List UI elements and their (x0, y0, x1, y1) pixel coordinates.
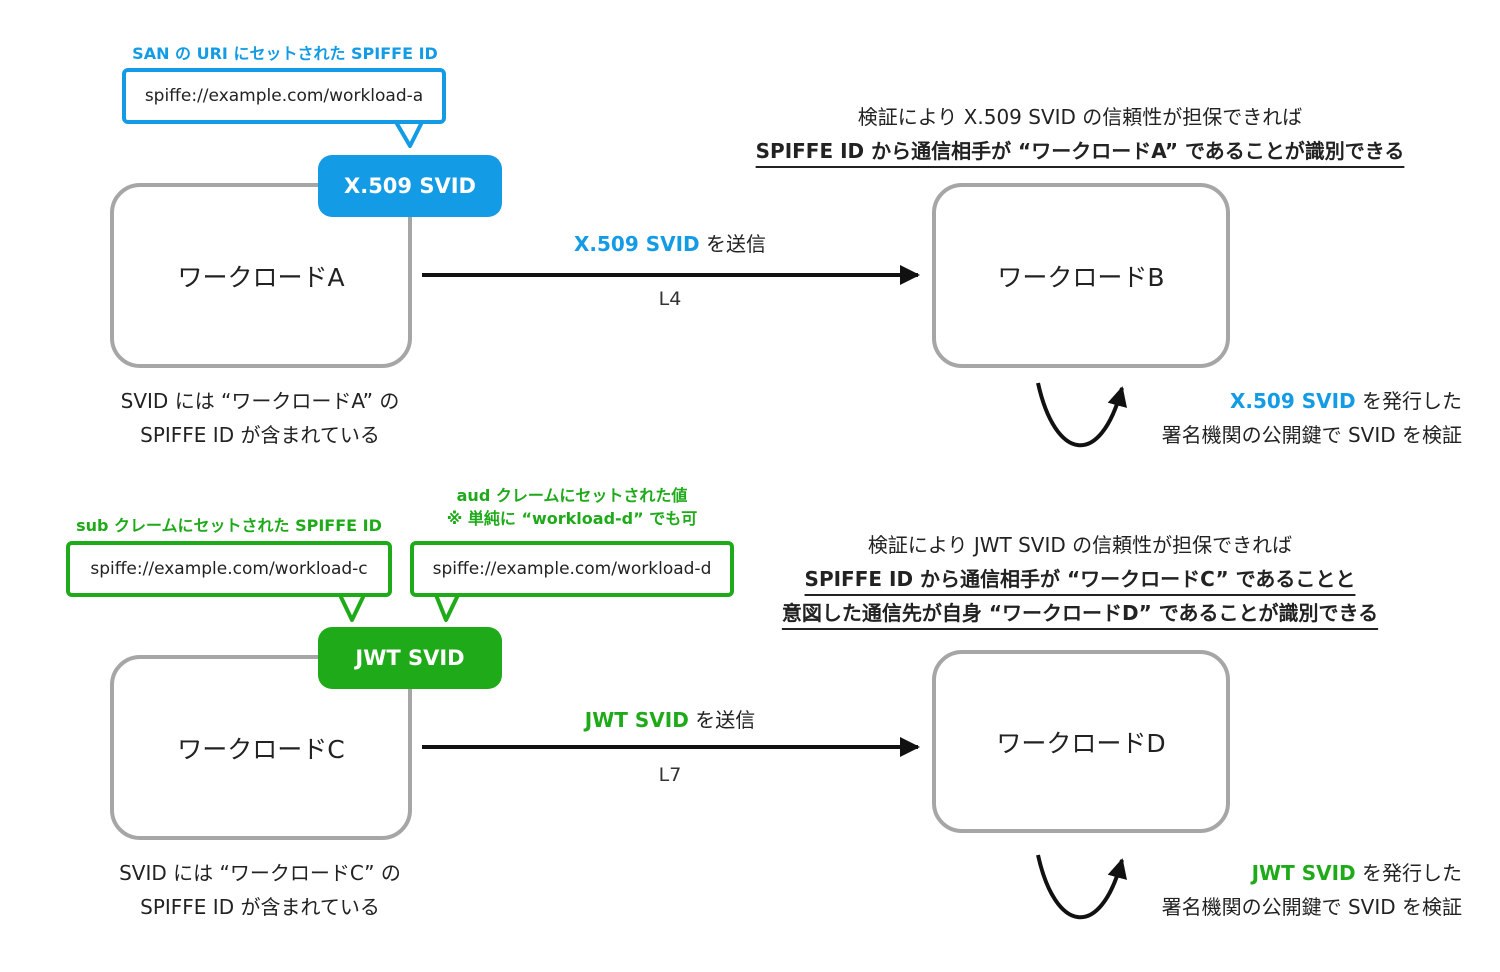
verify-conclusion: SPIFFE ID から通信相手が “ワークロードC” であることと (804, 567, 1356, 591)
send-label: JWT SVID を送信 (500, 704, 840, 733)
bubble-tail (338, 594, 366, 622)
workload-d-label: ワークロードD (996, 728, 1166, 758)
spiffe-id-bubble-d: spiffe://example.com/workload-d (410, 541, 734, 597)
layer-label: L7 (658, 764, 682, 786)
aud-label-line: aud クレームにセットされた値 (456, 486, 688, 505)
verify-note: 検証により JWT SVID の信頼性が担保できれば SPIFFE ID から通… (700, 528, 1460, 630)
issuer-suffix: を発行した (1355, 389, 1462, 413)
issuer-line: 署名機関の公開鍵で SVID を検証 (1161, 895, 1462, 919)
issuer-suffix: を発行した (1355, 861, 1462, 885)
svid-content-caption: SVID には “ワークロードC” の SPIFFE ID が含まれている (60, 856, 460, 924)
aud-label-line: ※ 単純に “workload-d” でも可 (446, 509, 698, 528)
verify-note: 検証により X.509 SVID の信頼性が担保できれば SPIFFE ID か… (700, 100, 1460, 168)
send-suffix: を送信 (688, 708, 756, 732)
send-suffix: を送信 (699, 232, 766, 256)
verify-loop-arrow (1036, 382, 1127, 448)
layer-label: L4 (658, 288, 682, 310)
caption-line: SVID には “ワークロードA” の (120, 389, 400, 413)
spiffe-id-bubble-c: spiffe://example.com/workload-c (66, 541, 392, 597)
issuer-svid-type: X.509 SVID (1229, 389, 1356, 413)
issuer-note: X.509 SVID を発行した 署名機関の公開鍵で SVID を検証 (1100, 384, 1462, 452)
verify-line: 検証により JWT SVID の信頼性が担保できれば (867, 533, 1293, 557)
caption-line: SVID には “ワークロードC” の (119, 861, 401, 885)
workload-b-label: ワークロードB (997, 262, 1165, 292)
issuer-svid-type: JWT SVID (1251, 861, 1356, 885)
verify-loop-arrow (1036, 854, 1127, 920)
issuer-line: 署名機関の公開鍵で SVID を検証 (1161, 423, 1462, 447)
workload-d-box: ワークロードD (932, 650, 1230, 833)
verify-conclusion: SPIFFE ID から通信相手が “ワークロードA” であることが識別できる (755, 139, 1405, 163)
aud-claim-label: aud クレームにセットされた値 ※ 単純に “workload-d” でも可 (410, 484, 734, 530)
verify-conclusion: 意図した通信先が自身 “ワークロードD” であることが識別できる (781, 601, 1379, 625)
send-label: X.509 SVID を送信 (500, 228, 840, 257)
sub-claim-label: sub クレームにセットされた SPIFFE ID (76, 516, 382, 535)
spiffe-id-bubble: spiffe://example.com/workload-a (122, 68, 446, 124)
caption-line: SPIFFE ID が含まれている (140, 895, 380, 919)
svid-content-caption: SVID には “ワークロードA” の SPIFFE ID が含まれている (60, 384, 460, 452)
jwt-svid-badge: JWT SVID (318, 627, 502, 689)
issuer-note: JWT SVID を発行した 署名機関の公開鍵で SVID を検証 (1100, 856, 1462, 924)
bubble-tail (434, 594, 460, 622)
workload-b-box: ワークロードB (932, 183, 1230, 368)
workload-a-label: ワークロードA (177, 262, 345, 292)
caption-line: SPIFFE ID が含まれている (140, 423, 380, 447)
send-svid-type: JWT SVID (584, 708, 689, 732)
workload-c-label: ワークロードC (177, 734, 345, 764)
send-svid-type: X.509 SVID (573, 232, 700, 256)
x509-svid-badge: X.509 SVID (318, 155, 502, 217)
bubble-tail (394, 120, 424, 148)
san-uri-label: SAN の URI にセットされた SPIFFE ID (132, 44, 438, 63)
verify-line: 検証により X.509 SVID の信頼性が担保できれば (857, 105, 1303, 129)
